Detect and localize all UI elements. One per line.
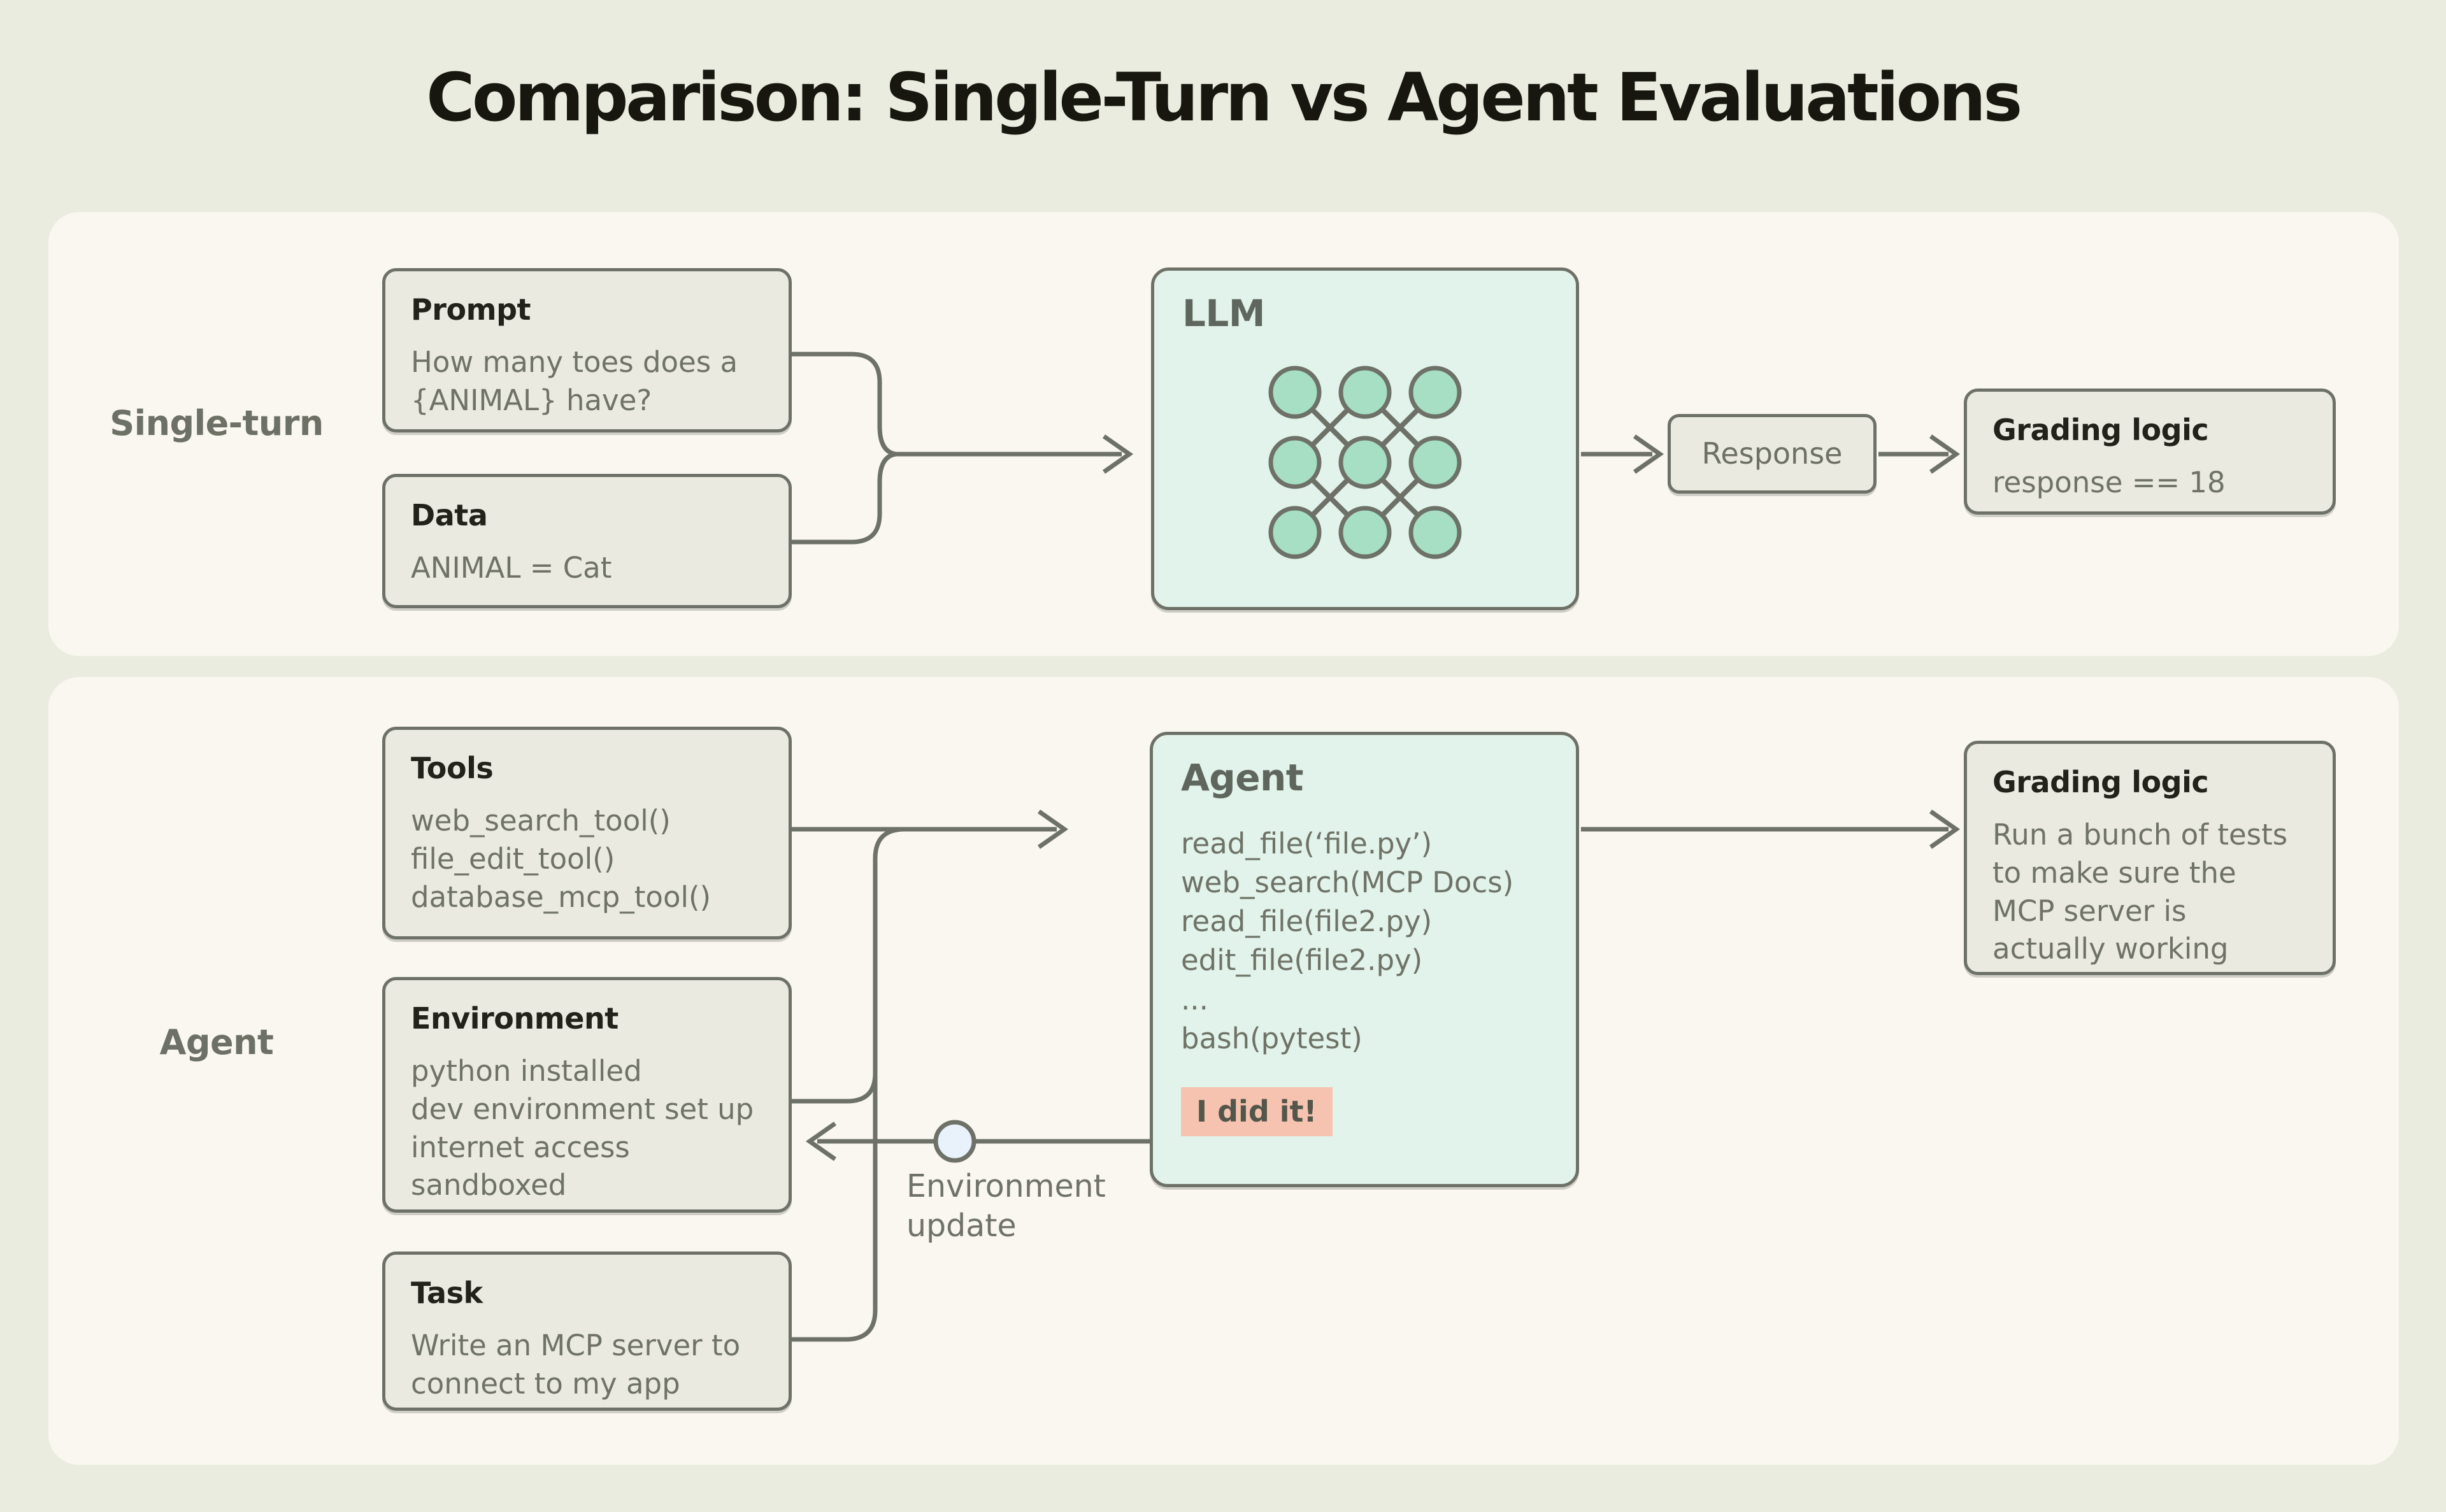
agent-step: bash(pytest) [1181, 1021, 1362, 1055]
response-box-label: Response [1701, 436, 1843, 471]
neural-network-icon [1268, 366, 1462, 559]
grading-logic-body: Run a bunch of tests to make sure the MC… [1992, 817, 2288, 966]
task-box-title: Task [411, 1276, 483, 1310]
response-box: Response [1668, 414, 1877, 494]
task-box-body: Write an MCP server to connect to my app [411, 1328, 741, 1401]
grading-logic-body: response == 18 [1992, 465, 2226, 499]
prompt-box-title: Prompt [411, 292, 531, 327]
page-title: Comparison: Single-Turn vs Agent Evaluat… [426, 59, 2022, 136]
agent-section-label: Agent [159, 1022, 274, 1062]
grading-logic-box-single-turn: Grading logic response == 18 [1964, 389, 2336, 515]
tools-line: database_mcp_tool() [411, 880, 712, 914]
agent-box: Agent read_file(‘file.py’) web_search(MC… [1150, 732, 1579, 1187]
agent-result-highlight: I did it! [1181, 1087, 1333, 1137]
prompt-box: Prompt How many toes does a {ANIMAL} hav… [382, 268, 792, 432]
agent-step: read_file(‘file.py’) [1181, 826, 1433, 860]
single-turn-section-label: Single-turn [110, 403, 324, 443]
agent-step: edit_file(file2.py) [1181, 943, 1423, 978]
data-box: Data ANIMAL = Cat [382, 474, 792, 608]
data-box-body: ANIMAL = Cat [411, 550, 612, 585]
llm-box-title: LLM [1182, 292, 1265, 335]
agent-box-title: Agent [1181, 756, 1303, 799]
grading-logic-box-agent: Grading logic Run a bunch of tests to ma… [1964, 741, 2336, 975]
environment-line: internet access [411, 1130, 630, 1164]
environment-line: sandboxed [411, 1168, 567, 1202]
tools-line: web_search_tool() [411, 803, 671, 838]
tools-box: Tools web_search_tool() file_edit_tool()… [382, 727, 792, 939]
agent-step: ... [1181, 982, 1208, 1016]
tools-box-title: Tools [411, 751, 494, 785]
llm-box: LLM [1151, 267, 1579, 610]
environment-line: dev environment set up [411, 1092, 754, 1126]
grading-logic-title: Grading logic [1992, 765, 2209, 799]
agent-step: web_search(MCP Docs) [1181, 865, 1514, 899]
tools-line: file_edit_tool() [411, 841, 615, 876]
environment-box: Environment python installed dev environ… [382, 977, 792, 1213]
prompt-box-body: How many toes does a {ANIMAL} have? [411, 345, 738, 417]
task-box: Task Write an MCP server to connect to m… [382, 1252, 792, 1411]
data-box-title: Data [411, 498, 488, 532]
environment-line: python installed [411, 1053, 642, 1088]
grading-logic-title: Grading logic [1992, 413, 2209, 447]
environment-box-title: Environment [411, 1001, 619, 1036]
environment-update-label: Environment update [906, 1168, 1106, 1245]
agent-step: read_file(file2.py) [1181, 904, 1433, 939]
